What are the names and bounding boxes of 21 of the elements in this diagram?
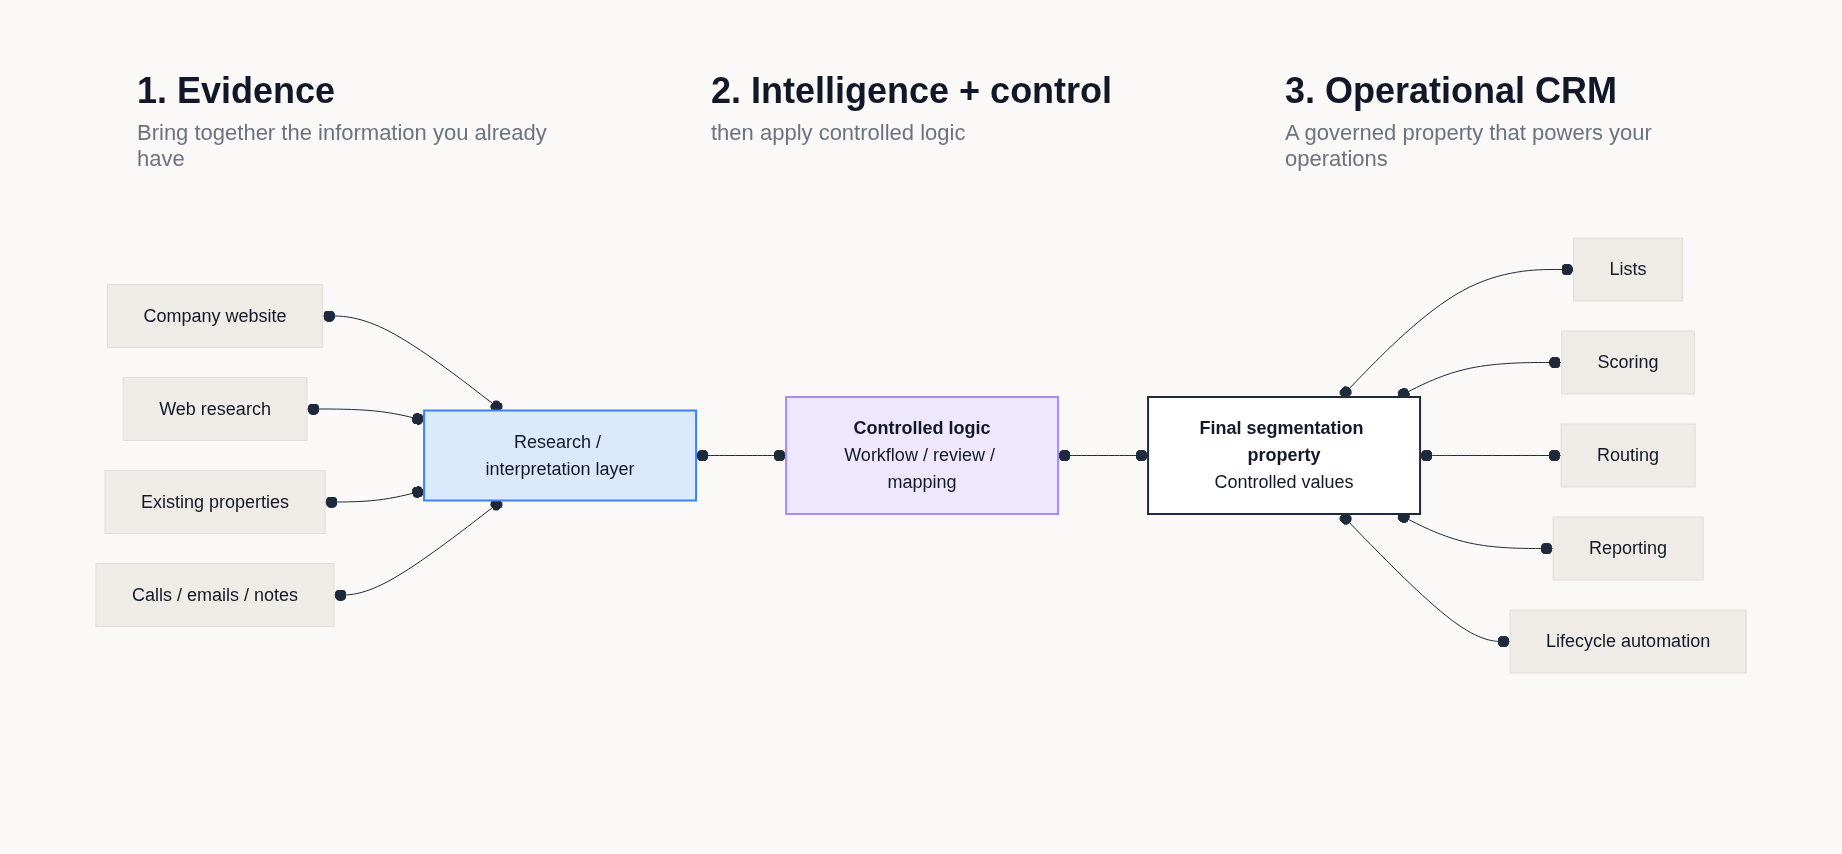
node-box: Final segmentation property Controlled values (1147, 396, 1421, 515)
column-heading: 2. Intelligence + control (711, 70, 1114, 112)
connector (1339, 263, 1574, 399)
connector (1419, 449, 1562, 462)
node-box: Research / interpretation layer (423, 409, 697, 502)
column-heading: 3. Operational CRM (1285, 70, 1619, 112)
node-box: Company website (106, 284, 323, 348)
connector (324, 486, 425, 509)
column-heading: 1. Evidence (137, 70, 337, 112)
node-box: Calls / emails / notes (95, 563, 335, 627)
node-box: Existing properties (104, 470, 326, 534)
column-subtitle: Bring together the information you already have (137, 120, 548, 172)
node-box: Routing (1560, 423, 1696, 488)
node-box: Lifecycle automation (1509, 609, 1747, 674)
node-box: Lists (1573, 237, 1684, 302)
node-box: Controlled logic Workflow / review / mapping (785, 396, 1059, 515)
node-box: Scoring (1561, 330, 1696, 395)
column-subtitle: then apply controlled logic (711, 120, 967, 146)
column-subtitle: A governed property that powers your operations (1285, 120, 1653, 172)
node-box: Reporting (1552, 516, 1704, 581)
node-box: Web research (122, 377, 308, 441)
